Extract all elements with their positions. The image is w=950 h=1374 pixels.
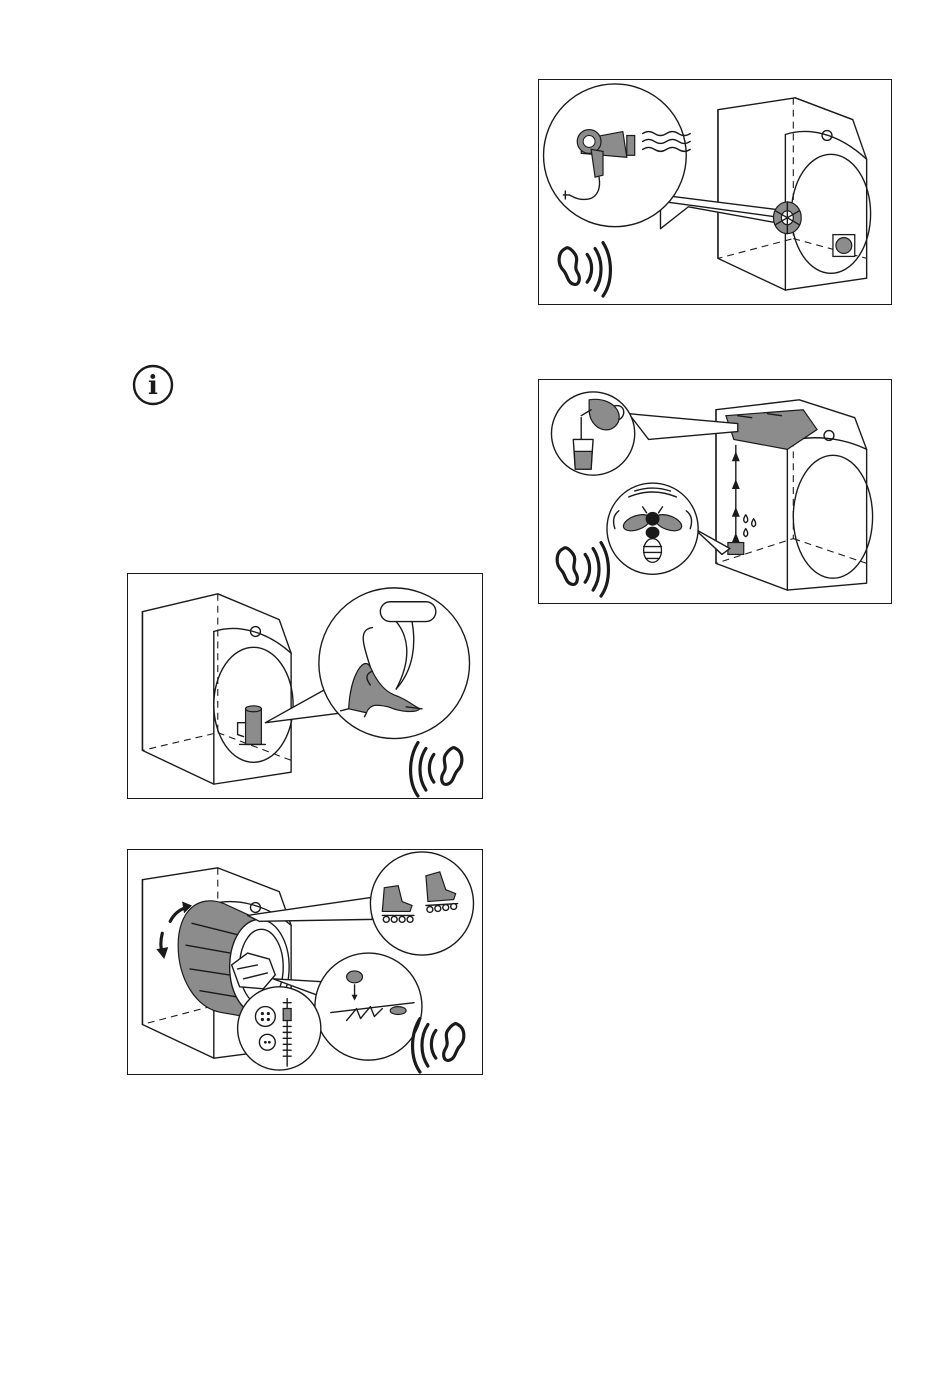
water-container bbox=[726, 410, 817, 450]
compressor-icon bbox=[238, 706, 266, 745]
ear-sound-icon bbox=[559, 243, 610, 297]
figure-water-pump-bee-buzz bbox=[538, 379, 892, 604]
dryer-machine bbox=[142, 594, 293, 784]
ear-sound-icon bbox=[411, 742, 462, 796]
upward-arrows-icon bbox=[732, 445, 740, 548]
heat-pump-component bbox=[833, 235, 855, 257]
info-icon: i bbox=[132, 364, 174, 406]
water-drop-icon bbox=[744, 515, 756, 537]
dryer-machine bbox=[718, 98, 871, 290]
zipper-icon bbox=[283, 999, 291, 1066]
figure-drum-rotation-rollerblades bbox=[127, 849, 483, 1075]
figure-hair-dryer-heat-pump bbox=[538, 79, 892, 305]
fan-wheel-icon bbox=[773, 202, 801, 234]
ear-sound-icon bbox=[413, 1018, 464, 1072]
figure-compressor-cat-purr bbox=[127, 573, 483, 799]
ear-sound-icon bbox=[557, 543, 608, 597]
svg-text:i: i bbox=[148, 371, 158, 401]
